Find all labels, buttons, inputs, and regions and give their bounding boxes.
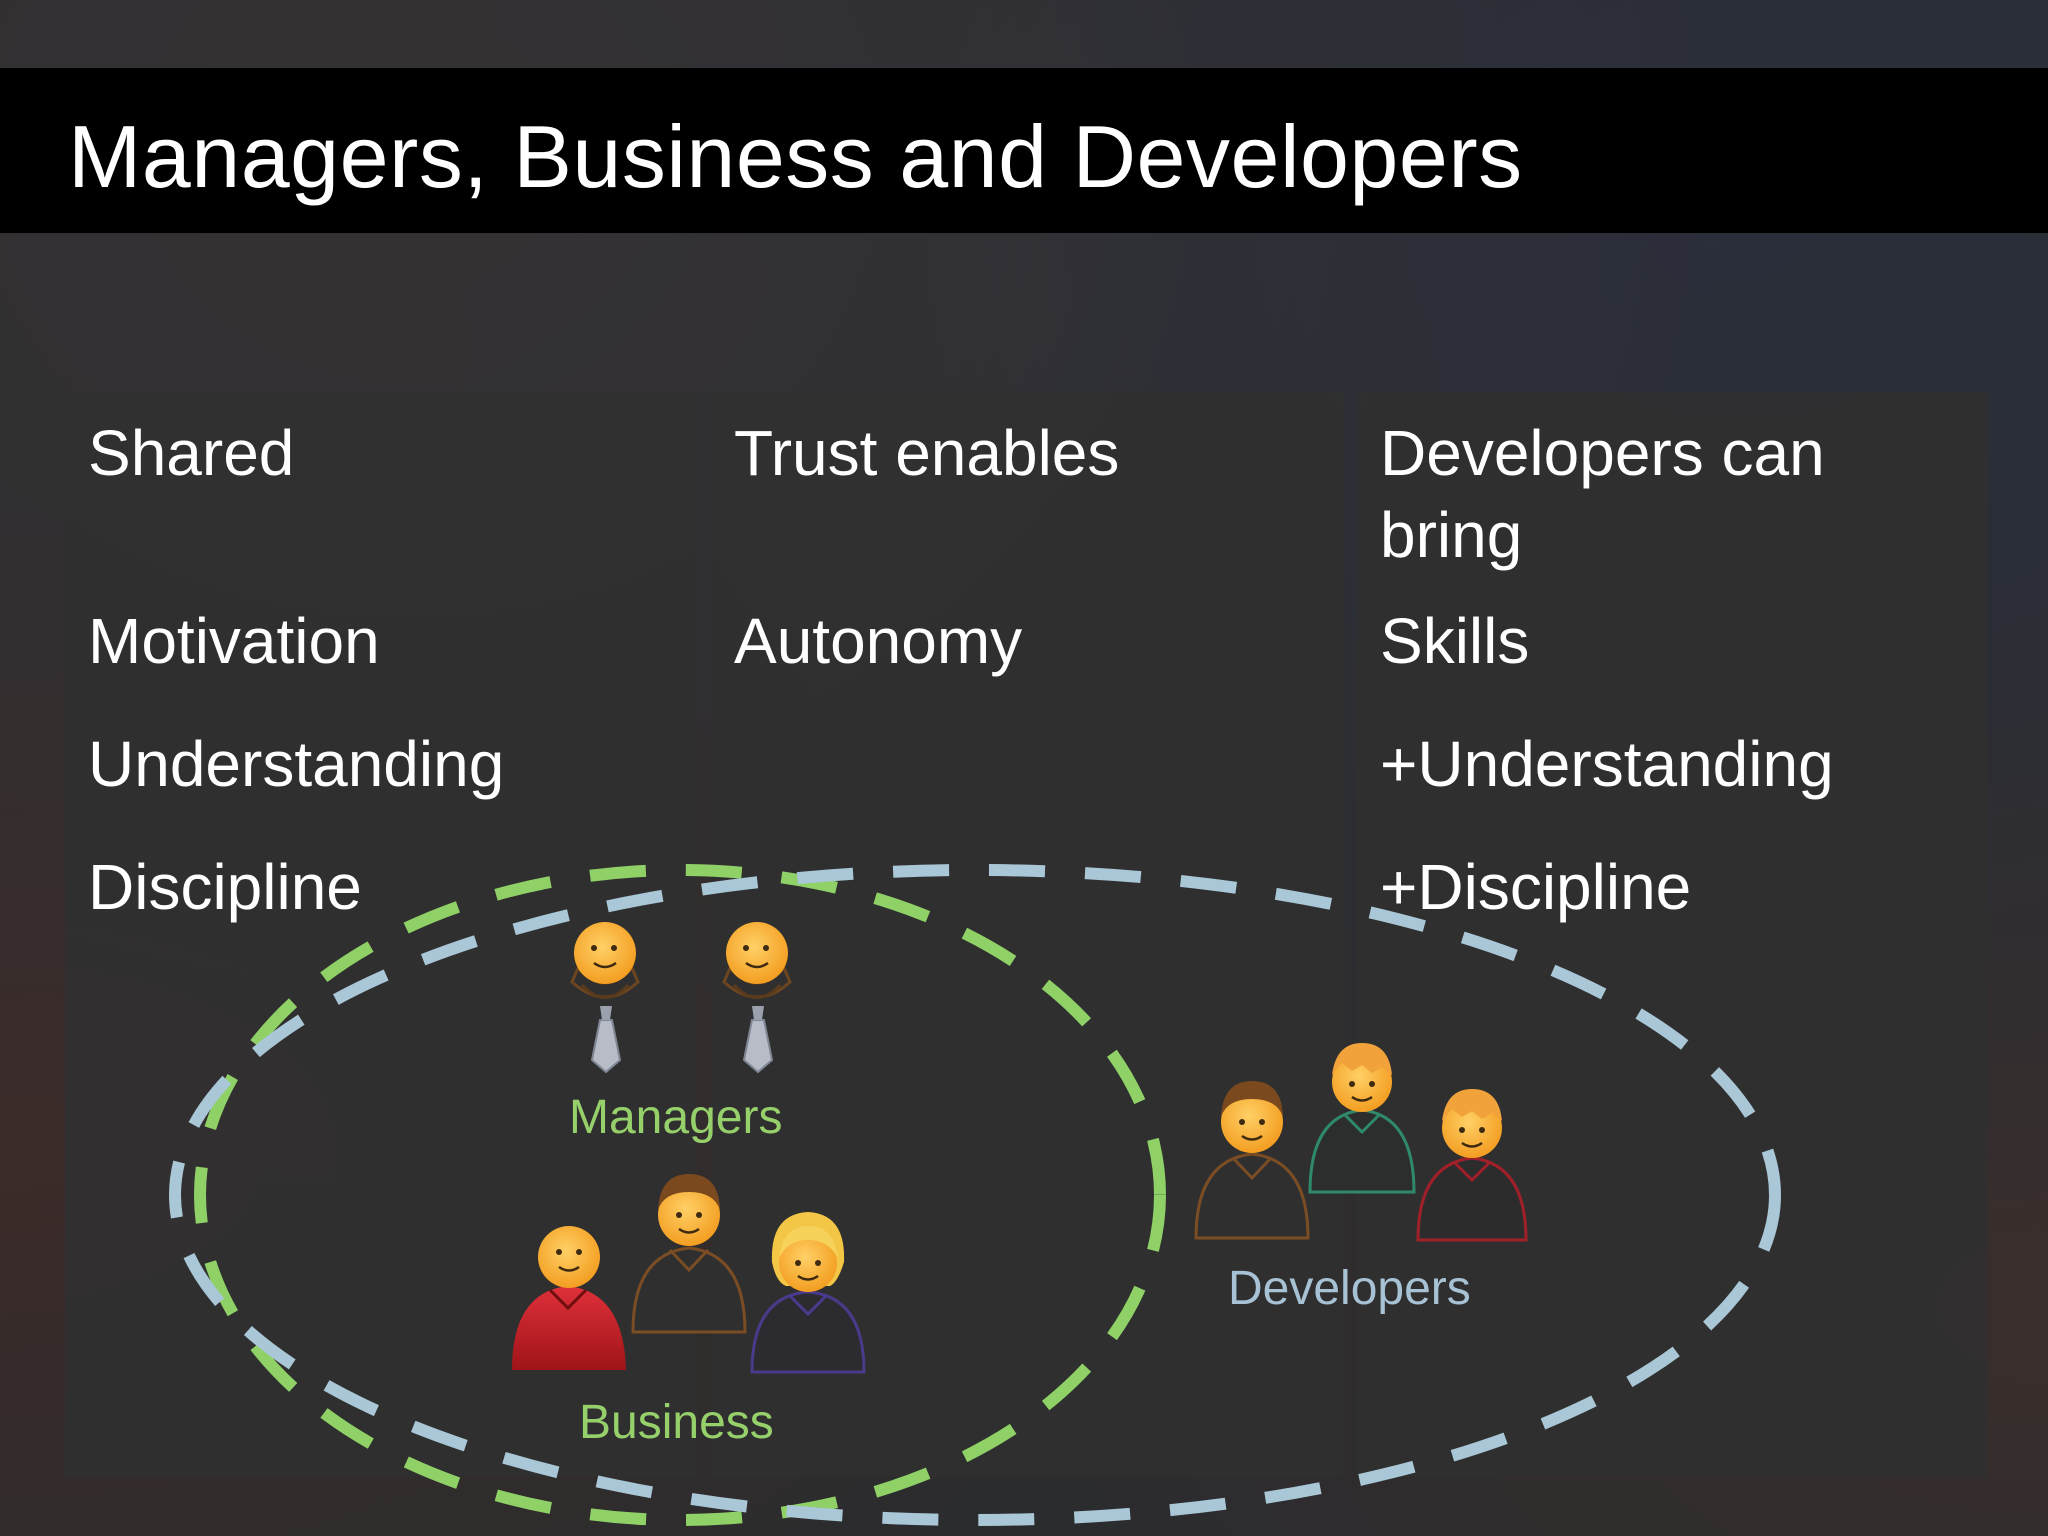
developer-person-icon [1194,1081,1310,1240]
column-heading: Trust enables [734,417,1120,489]
column-trust: Trust enables Autonomy [711,392,1343,1477]
developer-person-icon [1416,1089,1528,1242]
developer-person-icon [1308,1043,1416,1194]
business-person-icon [631,1174,747,1334]
business-person-icon [512,1226,626,1370]
column-item: +Discipline [1380,851,1692,923]
column-item: Skills [1380,605,1530,677]
column-item: +Understanding [1380,728,1834,800]
group-label-business: Business [579,1396,774,1449]
column-heading: Shared [88,417,295,489]
slide-title: Managers, Business and Developers [68,107,1523,206]
group-label-developers: Developers [1228,1262,1471,1315]
manager-person-icon [570,922,640,1074]
column-item: Discipline [88,851,362,923]
business-person-icon [750,1212,866,1374]
group-label-managers: Managers [569,1091,783,1144]
title-bar: Managers, Business and Developers [0,68,2048,233]
business-managers-ellipse [194,864,1166,1526]
column-heading-line1: Developers can [1380,417,1825,489]
column-item: Motivation [88,605,380,677]
organization-ellipse [169,864,1781,1526]
manager-person-icon [722,922,792,1074]
column-heading-line2: bring [1380,499,1523,571]
column-developers-bring: Developers can bring Skills +Understandi… [1357,392,1987,1477]
column-item: Understanding [88,728,505,800]
column-item: Autonomy [734,605,1023,677]
